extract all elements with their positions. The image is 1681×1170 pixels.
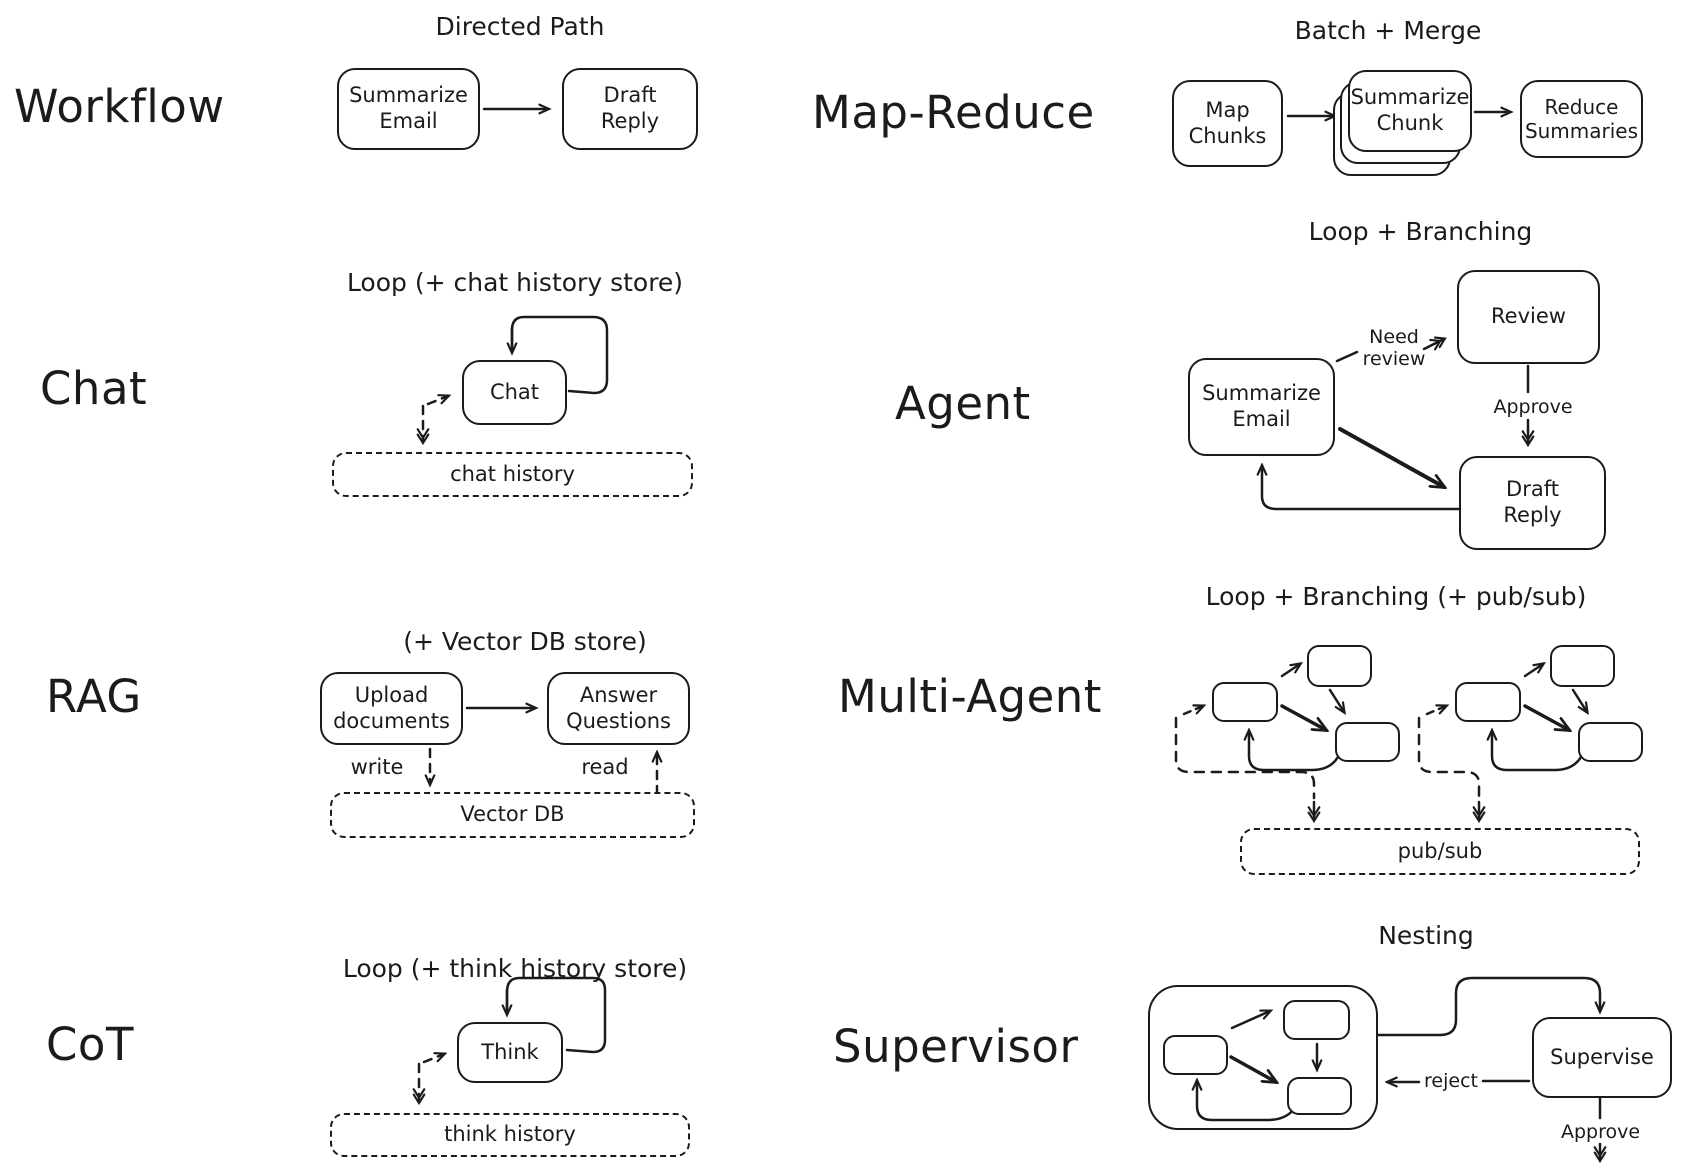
cluster1-store-path — [1174, 716, 1316, 800]
cot-loop-path — [505, 976, 607, 1054]
chat-loop-path — [510, 315, 609, 395]
diagram-title-workflow: Directed Path — [435, 12, 605, 41]
cluster1-edge-bc — [1328, 688, 1344, 712]
section-label-workflow: Workflow — [14, 80, 225, 133]
cluster2-node-a — [1455, 682, 1521, 722]
supervisor-inner-node-a — [1163, 1035, 1228, 1075]
cluster2-edge-bc — [1571, 688, 1587, 712]
node-draft-reply: Draft Reply — [562, 68, 698, 150]
cluster1-node-a — [1212, 682, 1278, 722]
section-label-map-reduce: Map-Reduce — [812, 86, 1095, 139]
cluster1-edge-ab — [1280, 664, 1300, 678]
edge-label-reject: reject — [1424, 1070, 1478, 1092]
node-vector-db-store: Vector DB — [330, 792, 695, 838]
agent-needreview-arrow — [1422, 336, 1447, 351]
agent-loopback-arrow — [1262, 466, 1461, 511]
diagram-title-agent: Loop + Branching — [1308, 217, 1533, 246]
section-label-agent: Agent — [895, 377, 1031, 430]
node-agent-summarize-email: Summarize Email — [1188, 358, 1335, 456]
cluster2-node-c — [1578, 722, 1643, 762]
cluster1-node-b — [1307, 645, 1372, 687]
cluster1-node-c — [1335, 722, 1400, 762]
cluster2-entry-arrow — [1425, 706, 1446, 716]
node-think-history-store: think history — [330, 1113, 690, 1157]
edge-label-write: write — [350, 755, 404, 779]
node-chat: Chat — [462, 360, 567, 425]
cot-store-in-arrow — [422, 1054, 444, 1064]
cluster2-loop — [1492, 731, 1583, 772]
node-summarize-email: Summarize Email — [337, 68, 480, 150]
node-supervise: Supervise — [1532, 1017, 1672, 1098]
supervisor-loop — [1197, 1081, 1295, 1122]
cluster1-loop — [1249, 731, 1340, 772]
supervisor-edge-ac — [1229, 1055, 1276, 1082]
node-answer-questions: Answer Questions — [547, 672, 690, 745]
supervisor-nested-container — [1148, 985, 1378, 1130]
supervisor-connector — [1376, 976, 1600, 1037]
cluster2-store-path — [1417, 716, 1481, 800]
section-label-cot: CoT — [46, 1018, 134, 1071]
node-review: Review — [1457, 270, 1600, 364]
edge-label-approve: Approve — [1493, 396, 1573, 418]
cluster1-edge-ac — [1280, 704, 1326, 730]
diagram-title-rag: (+ Vector DB store) — [403, 627, 647, 656]
diagram-title-chat: Loop (+ chat history store) — [346, 268, 684, 297]
node-think: Think — [457, 1022, 563, 1083]
agent-summarize-draft-arrow — [1338, 427, 1444, 487]
node-agent-draft-reply: Draft Reply — [1459, 456, 1606, 550]
cluster1-entry-arrow — [1182, 706, 1203, 716]
diagram-title-supervisor: Nesting — [1378, 921, 1474, 950]
edge-label-read: read — [581, 755, 629, 779]
section-label-multi-agent: Multi-Agent — [838, 670, 1102, 723]
section-label-chat: Chat — [40, 362, 148, 415]
node-chat-history-store: chat history — [332, 452, 693, 497]
supervisor-inner-node-b — [1283, 1000, 1350, 1040]
edge-label-supervisor-approve: Approve — [1560, 1121, 1641, 1143]
section-label-supervisor: Supervisor — [833, 1020, 1079, 1073]
diagram-title-cot: Loop (+ think history store) — [342, 954, 688, 983]
chat-store-in-arrow — [426, 396, 448, 406]
edge-label-need-review: Need review — [1362, 326, 1426, 371]
cluster2-edge-ac — [1523, 704, 1569, 730]
section-label-rag: RAG — [46, 670, 142, 723]
supervisor-edge-ab — [1230, 1011, 1270, 1030]
node-map-chunks: Map Chunks — [1172, 80, 1283, 167]
node-pubsub-store: pub/sub — [1240, 828, 1640, 875]
diagram-title-map-reduce: Batch + Merge — [1294, 16, 1482, 45]
supervisor-inner-node-c — [1287, 1077, 1352, 1115]
cluster2-node-b — [1550, 645, 1615, 687]
agent-needreview-dash — [1335, 350, 1359, 363]
node-summarize-chunk: Summarize Chunk — [1348, 70, 1472, 152]
cluster2-edge-ab — [1523, 664, 1543, 678]
node-upload-documents: Upload documents — [320, 672, 463, 745]
node-reduce-summaries: Reduce Summaries — [1520, 80, 1643, 158]
diagram-title-multi-agent: Loop + Branching (+ pub/sub) — [1205, 582, 1587, 611]
